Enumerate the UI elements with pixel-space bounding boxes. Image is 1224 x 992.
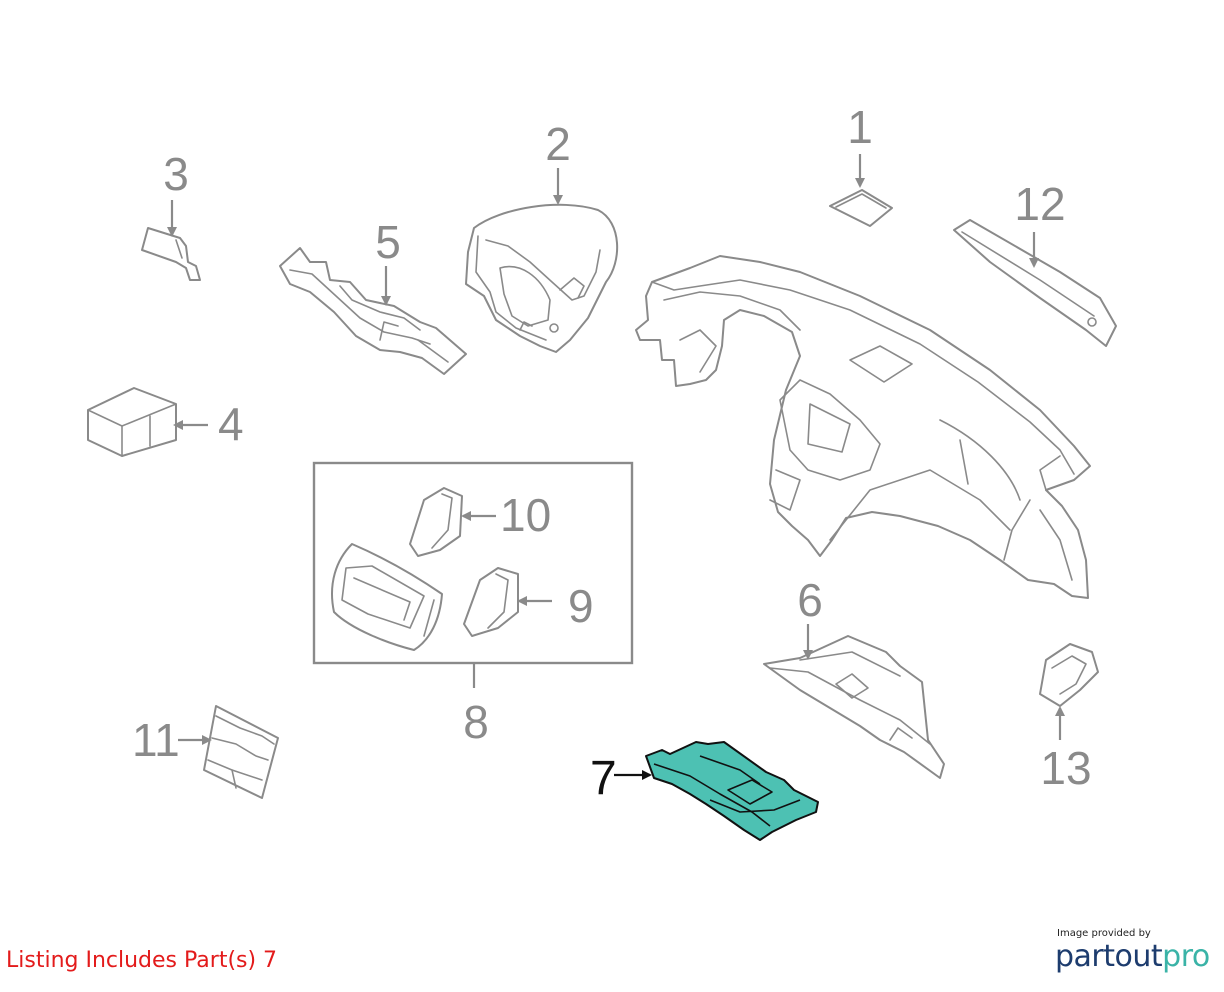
logo-part2: pro <box>1162 939 1210 974</box>
listing-includes-text: Listing Includes Part(s) 7 <box>6 948 278 973</box>
credit-caption: Image provided by <box>1057 928 1151 939</box>
image-credit: Image provided by partoutpro <box>1055 928 1215 975</box>
callout-5: 5 <box>375 216 401 268</box>
part-10-vent[interactable]: 10 <box>409 487 551 557</box>
part-5-duct[interactable]: 5 <box>279 216 467 375</box>
callout-6: 6 <box>797 574 823 626</box>
part-1-cover[interactable]: 1 <box>829 101 893 227</box>
part-7-lower-panel-highlighted[interactable]: 7 <box>590 741 819 841</box>
part-3-bracket[interactable]: 3 <box>141 148 201 281</box>
part-8-vent-group[interactable]: 8 10 9 <box>312 461 634 748</box>
partoutpro-logo: partoutpro <box>1055 939 1215 975</box>
part-13-vent[interactable]: 13 <box>1039 643 1099 794</box>
callout-13: 13 <box>1040 742 1091 794</box>
part-4-module[interactable]: 4 <box>87 387 244 457</box>
part-6-glove-box[interactable]: 6 <box>763 574 945 779</box>
callout-4: 4 <box>218 398 244 450</box>
callout-7: 7 <box>590 752 617 805</box>
callout-2: 2 <box>545 118 571 170</box>
part-12-trim-strip[interactable]: 12 <box>953 178 1117 347</box>
callout-9: 9 <box>568 580 594 632</box>
logo-part1: partout <box>1055 939 1163 974</box>
callout-1: 1 <box>847 101 873 153</box>
part-2-column-cover[interactable]: 2 <box>465 118 619 353</box>
instrument-panel <box>635 255 1091 599</box>
callout-11: 11 <box>132 714 180 766</box>
callout-10: 10 <box>500 489 551 541</box>
part-9-vent[interactable]: 9 <box>463 567 594 637</box>
part-11-pad[interactable]: 11 <box>132 705 279 799</box>
callout-3: 3 <box>163 148 189 200</box>
callout-12: 12 <box>1014 178 1065 230</box>
callout-8: 8 <box>463 696 489 748</box>
